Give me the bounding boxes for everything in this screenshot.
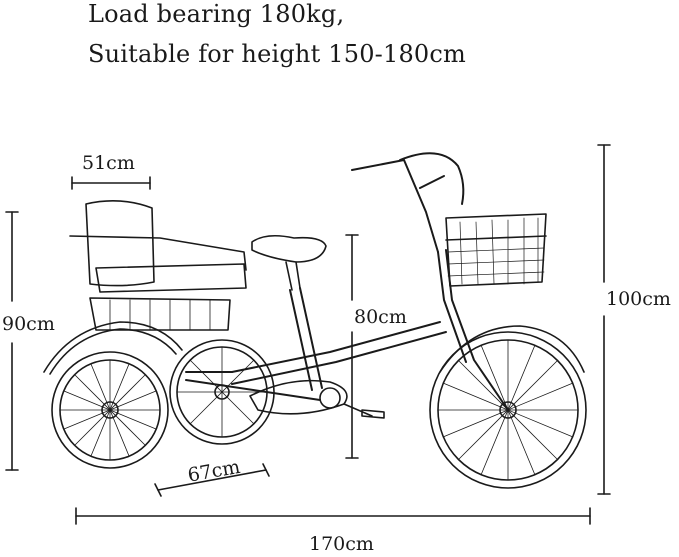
axle-width-dimension-line — [154, 463, 270, 497]
rear-height-dimension-line — [5, 211, 19, 471]
rear-wheel-left — [51, 351, 169, 469]
total-height-dimension-line — [597, 144, 611, 495]
saddle-height-label: 80cm — [354, 306, 407, 328]
seat-width-label: 51cm — [82, 152, 135, 174]
saddle — [251, 234, 327, 263]
height-suitability-spec: Suitable for height 150-180cm — [88, 40, 466, 68]
rear-seat-height-label: 90cm — [2, 313, 55, 335]
rear-fender — [43, 321, 183, 373]
rear-fender-inner — [49, 328, 177, 375]
crank — [319, 387, 341, 409]
dimension-lines — [5, 144, 611, 525]
handlebar — [351, 152, 465, 253]
rear-seat — [69, 200, 247, 331]
seat-post — [285, 261, 301, 291]
saddle-height-dimension-line — [345, 234, 359, 459]
frame — [185, 249, 509, 411]
seat-width-dimension-line — [71, 176, 151, 190]
chain-guard — [249, 379, 348, 415]
pedal — [343, 403, 385, 419]
total-length-dimension-line — [75, 507, 591, 525]
front-fender — [439, 325, 585, 373]
total-height-label: 100cm — [606, 288, 671, 310]
total-length-label: 170cm — [309, 533, 374, 555]
front-basket — [445, 213, 547, 287]
load-bearing-spec: Load bearing 180kg, — [88, 0, 345, 28]
